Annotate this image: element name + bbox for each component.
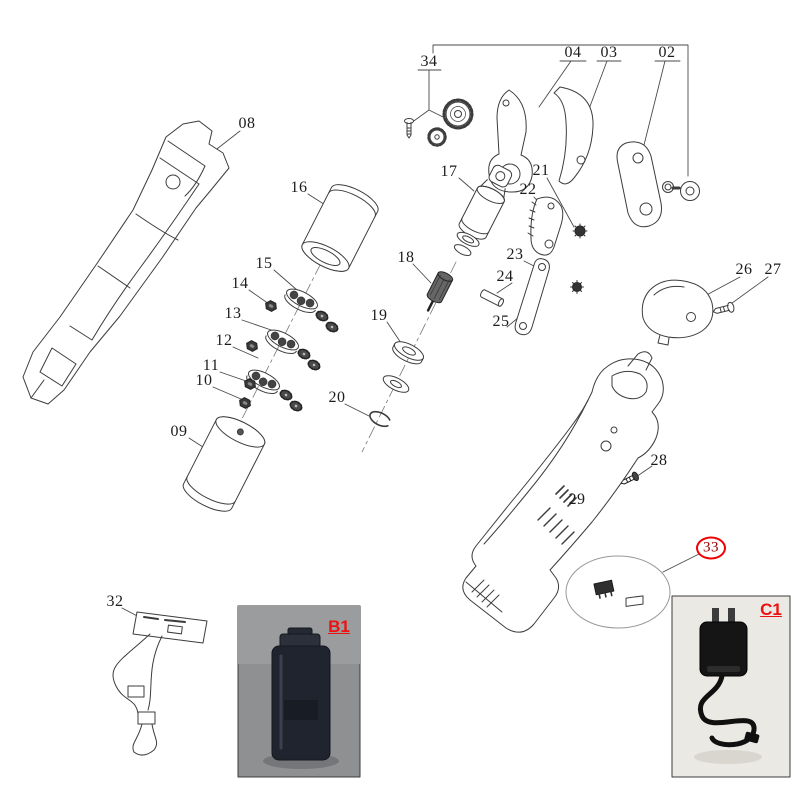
part-28-screw	[620, 471, 639, 485]
part-22-sector-gear	[527, 196, 564, 256]
part-20-circlip	[369, 410, 391, 428]
part-label-19: 19	[370, 307, 388, 324]
part-10-nut	[239, 397, 251, 409]
part-label-11: 11	[202, 357, 220, 374]
inset-b1-label: B1	[328, 617, 350, 636]
part-label-21: 21	[532, 162, 550, 179]
part-label-14: 14	[231, 275, 249, 292]
part-15-planet-carrier-1	[284, 288, 318, 313]
part-29-right-housing	[462, 351, 664, 633]
part-label-20: 20	[328, 389, 346, 406]
inset-c1-photo	[671, 595, 791, 778]
part-13-planet-carrier-2	[265, 329, 299, 354]
part-19-washers	[382, 341, 425, 393]
part-label-04: 04	[564, 44, 582, 61]
small-gear-icon	[427, 127, 447, 147]
part-02-blade-arm	[616, 141, 700, 228]
part-label-16: 16	[290, 179, 308, 196]
part-23-star-washer	[570, 280, 584, 294]
part-label-26: 26	[735, 261, 753, 278]
part-label-03: 03	[600, 44, 618, 61]
part-11-nut	[244, 378, 256, 390]
part-27-screw	[712, 301, 735, 314]
part-12-planet-carrier-3	[246, 369, 280, 394]
lock-nuts	[239, 300, 277, 409]
part-label-23: 23	[506, 246, 524, 263]
inset-b1-photo	[237, 605, 361, 778]
inset-c1-label: C1	[760, 600, 782, 619]
part-34-fasteners	[404, 98, 474, 147]
part-25-link	[514, 258, 550, 336]
part-label-32: 32	[106, 593, 124, 610]
part-label-12: 12	[215, 332, 233, 349]
part-24-pin	[480, 289, 504, 307]
part-label-18: 18	[397, 249, 415, 266]
part-label-24: 24	[496, 268, 514, 285]
part-14-nut	[265, 300, 277, 312]
planet-gears	[279, 310, 339, 412]
part-label-27: 27	[764, 261, 782, 278]
part-09-motor	[182, 416, 266, 512]
part-label-25: 25	[492, 313, 510, 330]
large-gear-icon	[442, 98, 474, 130]
part-21-star-washer	[572, 223, 588, 239]
part-32-control-board	[112, 611, 208, 756]
part-label-29: 29	[568, 491, 586, 508]
part-label-17: 17	[440, 163, 458, 180]
part-18-pinion-shaft	[426, 271, 454, 312]
part-label-10: 10	[195, 372, 213, 389]
part-label-22: 22	[519, 181, 537, 198]
part-26-cover	[641, 279, 714, 346]
part-17-gearbox-head	[453, 164, 513, 256]
part-label-02: 02	[658, 44, 676, 61]
part-08-left-housing	[22, 120, 230, 405]
part-03-blade	[553, 86, 594, 185]
part-label-34: 34	[420, 53, 438, 70]
part-label-33: 33	[696, 536, 726, 560]
screw-icon	[404, 118, 414, 139]
part-label-28: 28	[650, 452, 668, 469]
part-label-15: 15	[255, 255, 273, 272]
part-label-13: 13	[224, 305, 242, 322]
part-33-kit	[565, 555, 671, 629]
part-16-gear-housing	[301, 184, 379, 272]
part-label-08: 08	[238, 115, 256, 132]
part-label-09: 09	[170, 423, 188, 440]
